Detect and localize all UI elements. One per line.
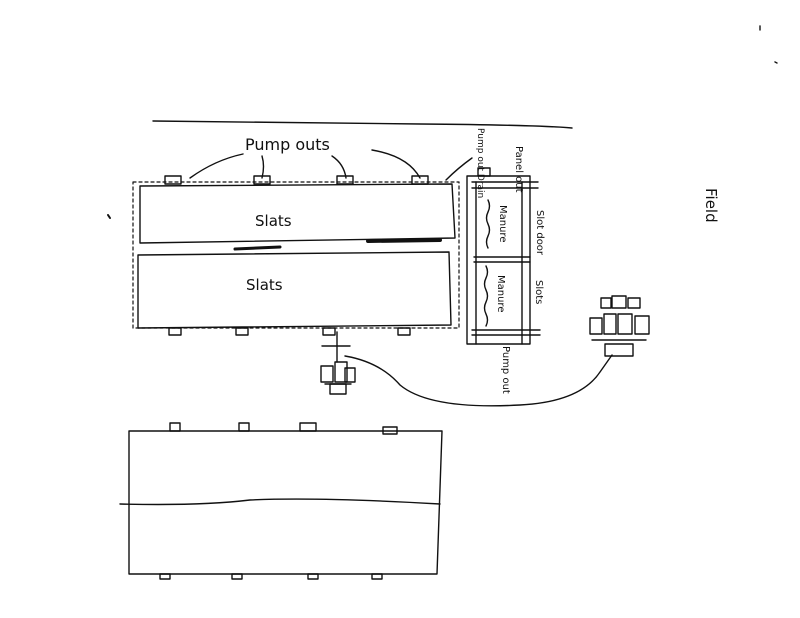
pump-out-lower-unit — [320, 331, 356, 395]
ink-smudge — [233, 245, 282, 251]
lower-barn-divider — [119, 498, 441, 506]
pump-out-tab — [164, 175, 182, 185]
slots-label: Slots — [533, 280, 544, 304]
ink-smudge — [366, 238, 442, 243]
pump-out-lower-label: Pump out — [500, 346, 511, 394]
barn-dashed-outline — [132, 181, 460, 329]
panel-out-label: Panel out — [513, 146, 524, 193]
stray-mark — [107, 214, 111, 219]
pump-outs-leaders — [189, 149, 421, 179]
manure-label-upper: Manure — [497, 205, 508, 242]
manure-fill-line — [483, 265, 489, 327]
manure-fill-line — [485, 199, 491, 249]
bottom-tab — [235, 327, 249, 336]
pump-out-tab — [336, 175, 354, 185]
bottom-tab — [168, 327, 182, 336]
bottom-tab — [322, 327, 336, 336]
slats-room-lower — [137, 251, 452, 329]
stray-mark — [774, 61, 778, 64]
field-pump-unit — [589, 295, 650, 357]
bottom-tab — [397, 327, 411, 336]
slats-label-lower: Slats — [246, 276, 283, 294]
main-barn — [132, 175, 460, 336]
lower-barn — [119, 422, 443, 580]
top-boundary-line — [152, 120, 573, 129]
lower-barn-outline — [128, 430, 443, 575]
field-label: Field — [702, 188, 720, 223]
pump-outs-label: Pump outs — [245, 135, 330, 154]
slats-room-upper — [139, 183, 456, 244]
slot-door-label: Slot door — [534, 210, 545, 256]
manure-outer-wall — [466, 175, 531, 345]
drain-leader — [445, 157, 473, 181]
manure-label-lower: Manure — [495, 275, 506, 312]
pipe-line — [344, 354, 613, 407]
pump-out-drain-label: Pump out Drain — [475, 128, 485, 198]
manure-storage — [466, 167, 541, 345]
slats-label-upper: Slats — [255, 212, 292, 230]
